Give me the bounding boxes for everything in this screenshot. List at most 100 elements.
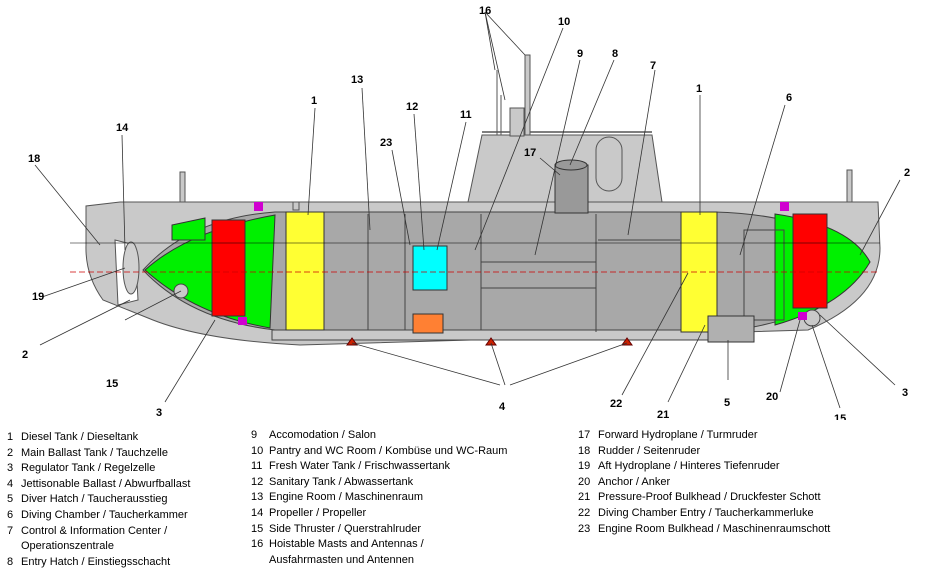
legend-item-8: 8 Entry Hatch / Einstiegsschacht xyxy=(7,555,190,571)
legend-item-18: 18 Rudder / Seitenruder xyxy=(578,444,830,460)
forward-flood-valve xyxy=(798,312,807,320)
entry-hatch xyxy=(554,164,589,214)
legend-num: 8 xyxy=(7,555,14,568)
legend-item-16-cont: Ausfahrmasten und Antennen xyxy=(269,553,414,566)
callout-13: 13 xyxy=(351,74,363,86)
legend-text: Entry Hatch / Einstiegsschacht xyxy=(21,555,171,568)
legend-num: 4 xyxy=(7,477,14,490)
legend-text: Diving Chamber / Taucherkammer xyxy=(21,508,188,521)
legend-text: Diving Chamber Entry / Taucherkammerluke xyxy=(598,506,814,519)
legend-item-22: 22 Diving Chamber Entry / Taucherkammerlu… xyxy=(578,506,830,522)
legend-text: Engine Room / Maschinenraum xyxy=(269,491,424,504)
legend-text: Pantry and WC Room / Kombüse und WC-Raum xyxy=(269,444,508,457)
callout-11: 11 xyxy=(460,109,472,121)
diver-hatch xyxy=(707,315,755,343)
fresh-water-tank xyxy=(412,245,448,291)
legend-num: 18 xyxy=(578,444,591,457)
callout-3-forward: 3 xyxy=(902,387,908,399)
legend-text: Side Thruster / Querstrahlruder xyxy=(269,522,422,535)
legend-num: 21 xyxy=(578,491,591,504)
legend-num: 16 xyxy=(251,538,264,551)
callout-10: 10 xyxy=(558,16,570,28)
leader-lines xyxy=(34,11,901,409)
callout-7: 7 xyxy=(650,60,656,72)
aft-ballast-top xyxy=(171,217,206,241)
callout-14: 14 xyxy=(116,122,129,134)
legend-item-17: 17 Forward Hydroplane / Turmruder xyxy=(578,428,830,444)
legend-text: Diesel Tank / Dieseltank xyxy=(21,431,139,443)
deck-posts xyxy=(179,169,853,211)
forward-vent-valve xyxy=(780,202,789,211)
submarine-diagram: 1 1 2 2 3 3 4 5 6 7 8 9 10 11 12 13 14 1… xyxy=(22,5,910,420)
aft-flood-valve xyxy=(238,317,247,325)
legend-text: Sanitary Tank / Abwassertank xyxy=(269,475,414,488)
callout-8: 8 xyxy=(612,48,618,60)
callout-20: 20 xyxy=(766,391,778,403)
legend-item-23: 23 Engine Room Bulkhead / Maschinenraumsc… xyxy=(578,522,830,538)
legend-text: Accomodation / Salon xyxy=(269,429,377,441)
callout-1-forward: 1 xyxy=(696,83,702,95)
legend-num: 10 xyxy=(251,444,264,457)
legend-text: Jettisonable Ballast / Abwurfballast xyxy=(21,477,191,490)
callout-3-aft: 3 xyxy=(156,407,162,419)
callout-2-forward: 2 xyxy=(904,167,910,179)
callout-12: 12 xyxy=(406,101,418,113)
callout-21: 21 xyxy=(657,409,669,420)
legend-num: 20 xyxy=(578,475,591,488)
legend-num: 2 xyxy=(7,446,14,459)
legend-item-7-cont: Operationszentrale xyxy=(21,540,114,553)
callout-4: 4 xyxy=(499,401,506,413)
aft-diesel-tank xyxy=(285,211,325,331)
aft-regulator-tank xyxy=(211,219,246,317)
legend-num: 3 xyxy=(7,462,14,475)
legend-num: 17 xyxy=(578,429,591,441)
callout-2-aft: 2 xyxy=(22,349,28,361)
callout-22: 22 xyxy=(610,398,622,410)
legend-text: Forward Hydroplane / Turmruder xyxy=(598,429,758,441)
legend-item-14: 14 Propeller / Propeller xyxy=(251,506,507,522)
legend-item-20: 20 Anchor / Anker xyxy=(578,475,830,491)
legend-text: Engine Room Bulkhead / Maschinenraumscho… xyxy=(598,522,831,535)
legend-text: Rudder / Seitenruder xyxy=(598,444,701,457)
callout-15-aft: 15 xyxy=(106,378,118,390)
callout-17: 17 xyxy=(524,147,536,159)
callout-19: 19 xyxy=(32,291,44,303)
legend-num: 7 xyxy=(7,524,14,537)
legend-text: Fresh Water Tank / Frischwassertank xyxy=(269,460,450,473)
legend-num: 22 xyxy=(578,506,591,519)
aft-vent-valve xyxy=(254,202,263,211)
legend-num: 19 xyxy=(578,460,591,473)
legend-item-10: 10 Pantry and WC Room / Kombüse und WC-Ra… xyxy=(251,444,507,460)
callout-1-aft: 1 xyxy=(311,95,317,107)
legend-num: 23 xyxy=(578,522,591,535)
legend-column-3: 17 Forward Hydroplane / Turmruder 18 Rudde… xyxy=(578,428,830,537)
legend-text: Diver Hatch / Taucherausstieg xyxy=(21,493,168,506)
legend-text: Pressure-Proof Bulkhead / Druckfester Sc… xyxy=(598,491,821,504)
callout-23: 23 xyxy=(380,137,392,149)
callout-9: 9 xyxy=(577,48,583,60)
forward-regulator-tank xyxy=(792,213,828,309)
jettisonable-ballast xyxy=(346,337,633,346)
sanitary-tank xyxy=(412,313,444,334)
callout-5: 5 xyxy=(724,397,730,409)
hoistable-masts xyxy=(496,54,531,137)
propeller xyxy=(122,241,140,295)
legend-item-13: 13 Engine Room / Maschinenraum xyxy=(251,490,507,506)
legend-text: Anchor / Anker xyxy=(598,475,671,488)
legend-num: 14 xyxy=(251,506,264,519)
legend-text: Propeller / Propeller xyxy=(269,506,367,519)
callout-18: 18 xyxy=(28,153,40,165)
legend-num: 13 xyxy=(251,491,264,504)
legend-text: Control & Information Center / xyxy=(21,524,168,537)
